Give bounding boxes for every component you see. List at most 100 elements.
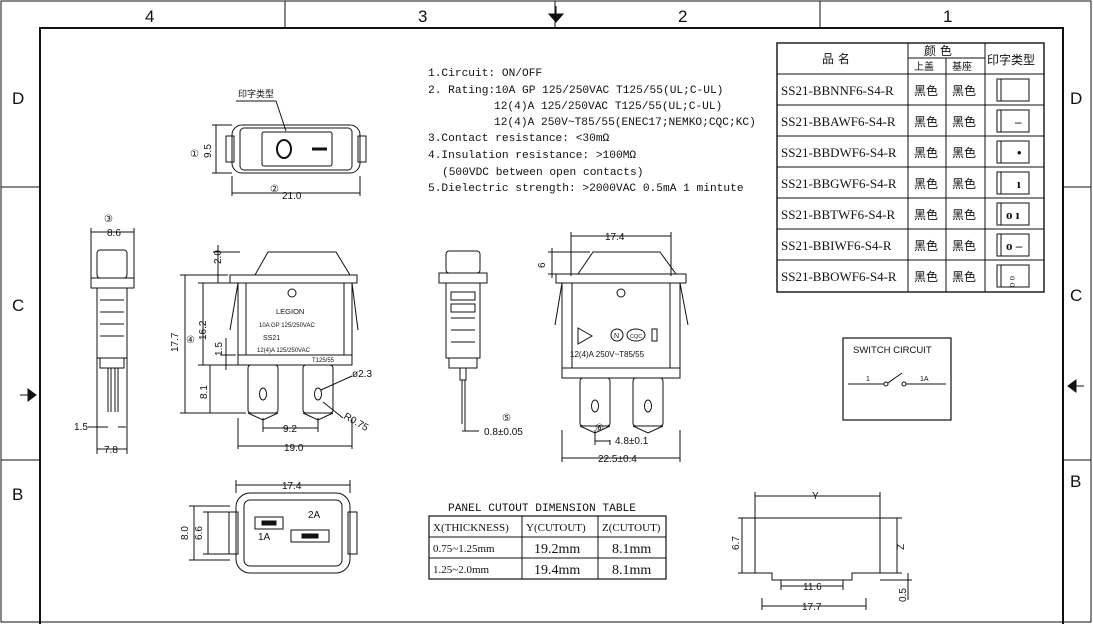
product-top-color: 黑色 [914,177,938,191]
zone-number-1: 1 [943,7,952,26]
product-header-name: 品 名 [822,51,850,66]
dim-hole-2-3: ø2.3 [352,369,372,380]
note-line-4: 12(4)A 250V~T85/55(ENEC17;NEMKO;CQC;KC) [494,117,756,129]
cutout-cell: 19.4mm [534,563,580,578]
callout-5: ⑤ [502,413,511,424]
dim-6-6: 6.6 [194,526,205,540]
product-base-color: 黑色 [952,84,976,98]
print-mark: • [1017,145,1022,160]
callout-2: ② [270,184,279,195]
front-rating-3: T125/55 [312,358,335,364]
dim-4-8: 4.8±0.1 [615,436,649,447]
zone-letter-b-right: B [1070,472,1081,491]
back-rating: 12(4)A 250V~T85/55 [570,350,645,359]
front-rating-1: 10A GP 125/250VAC [259,323,315,329]
spec-notes: 1.Circuit: ON/OFF 2. Rating:10A GP 125/2… [428,68,756,195]
zone-number-3: 3 [418,7,427,26]
print-mark: o ı [1006,207,1020,222]
product-name: SS21-BBIWF6-S4-R [781,238,892,253]
dim-17-7: 17.7 [170,332,181,352]
cutout-table-title: PANEL CUTOUT DIMENSION TABLE [448,503,636,515]
product-base-color: 黑色 [952,270,976,284]
back-view-marking: N CQC 12(4)A 250V~T85/55 [570,333,645,359]
product-header-top: 上盖 [914,60,934,73]
product-top-color: 黑色 [914,239,938,253]
product-base-color: 黑色 [952,208,976,222]
terminal-1a: 1A [258,532,271,543]
note-line-7: (500VDC between open contacts) [442,167,643,179]
switch-circuit-title: SWITCH CIRCUIT [853,345,932,356]
product-base-color: 黑色 [952,115,976,129]
pin-view [438,250,488,432]
switch-terminal-left: 1 [866,376,870,383]
cutout-cell: 1.25~2.0mm [433,564,490,576]
side-view [88,228,135,454]
bottom-view [189,480,358,574]
switch-terminal-right: 1A [920,376,929,383]
terminal-2a: 2A [308,510,321,521]
zone-letter-c-right: C [1070,286,1082,305]
product-header-base: 基座 [952,60,972,73]
zone-number-4: 4 [145,7,154,26]
dim-0-8: 0.8±0.05 [484,427,523,438]
product-header-print: 印字类型 [987,52,1035,67]
print-mark: o o [1008,276,1018,288]
callout-4: ④ [186,335,195,346]
product-name: SS21-BBAWF6-S4-R [781,114,896,129]
dim-19-0: 19.0 [284,443,304,454]
note-line-1: 1.Circuit: ON/OFF [428,68,542,80]
dim-2-0: 2.0 [213,250,224,264]
front-view-marking: LEGION 10A GP 125/250VAC SS21 12(4)A 125… [257,307,335,364]
dim-17-4-bottom: 17.4 [282,481,302,492]
dim-17-7-cutout: 17.7 [802,602,822,613]
product-top-color: 黑色 [914,270,938,284]
product-top-color: 黑色 [914,146,938,160]
dim-6: 6 [537,262,548,268]
product-name: SS21-BBTWF6-S4-R [781,207,895,222]
front-brand: LEGION [276,307,304,316]
front-view [180,245,359,449]
zone-letter-b-left: B [12,485,23,504]
cutout-cell: 0.75~1.25mm [433,543,495,555]
dim-r0-75: R0.75 [342,411,371,434]
zone-number-2: 2 [678,7,687,26]
note-line-2: 2. Rating:10A GP 125/250VAC T125/55(UL;C… [428,85,723,97]
cutout-view [738,492,912,610]
note-line-5: 3.Contact resistance: <30mΩ [428,133,610,145]
zone-letter-d-left: D [12,89,24,108]
dim-6-7: 6.7 [731,536,742,550]
dim-0-5: 0.5 [898,588,909,602]
note-line-3: 12(4)A 125/250VAC T125/55(UL;C-UL) [494,101,722,113]
cutout-header-y: Y(CUTOUT) [526,522,586,534]
top-view [212,100,367,196]
zone-letter-d-right: D [1070,89,1082,108]
back-mark-cqc: CQC [630,334,642,340]
callout-6: ⑥ [595,423,604,434]
dim-8-1: 8.1 [199,385,210,399]
front-model: SS21 [263,335,280,342]
product-rows: SS21-BBNNF6-S4-R 黑色 黑色 SS21-BBAWF6-S4-R … [781,83,1023,288]
note-line-6: 4.Insulation resistance: >100MΩ [428,150,636,162]
product-top-color: 黑色 [914,84,938,98]
product-base-color: 黑色 [952,177,976,191]
product-top-color: 黑色 [914,115,938,129]
dim-17-4-back: 17.4 [605,232,625,243]
back-view [548,232,689,462]
callout-1: ① [190,149,199,160]
product-name: SS21-BBOWF6-S4-R [781,269,897,284]
cutout-header-x: X(THICKNESS) [433,522,509,534]
print-mark: o – [1006,238,1023,253]
product-top-color: 黑色 [914,208,938,222]
dim-22-5: 22.5±0.4 [598,454,637,465]
dim-y: Y [812,491,819,502]
note-line-8: 5.Dielectric strength: >2000VAC 0.5mA 1 … [428,183,744,195]
cutout-cell: 8.1mm [612,542,651,557]
zone-letter-c-left: C [12,296,24,315]
dim-1-5: 1.5 [214,342,225,356]
dim-7-8: 7.8 [104,445,118,456]
top-view-print-label: 印字类型 [238,88,274,100]
dim-16-2: 16.2 [198,320,209,340]
product-name: SS21-BBDWF6-S4-R [781,145,897,160]
